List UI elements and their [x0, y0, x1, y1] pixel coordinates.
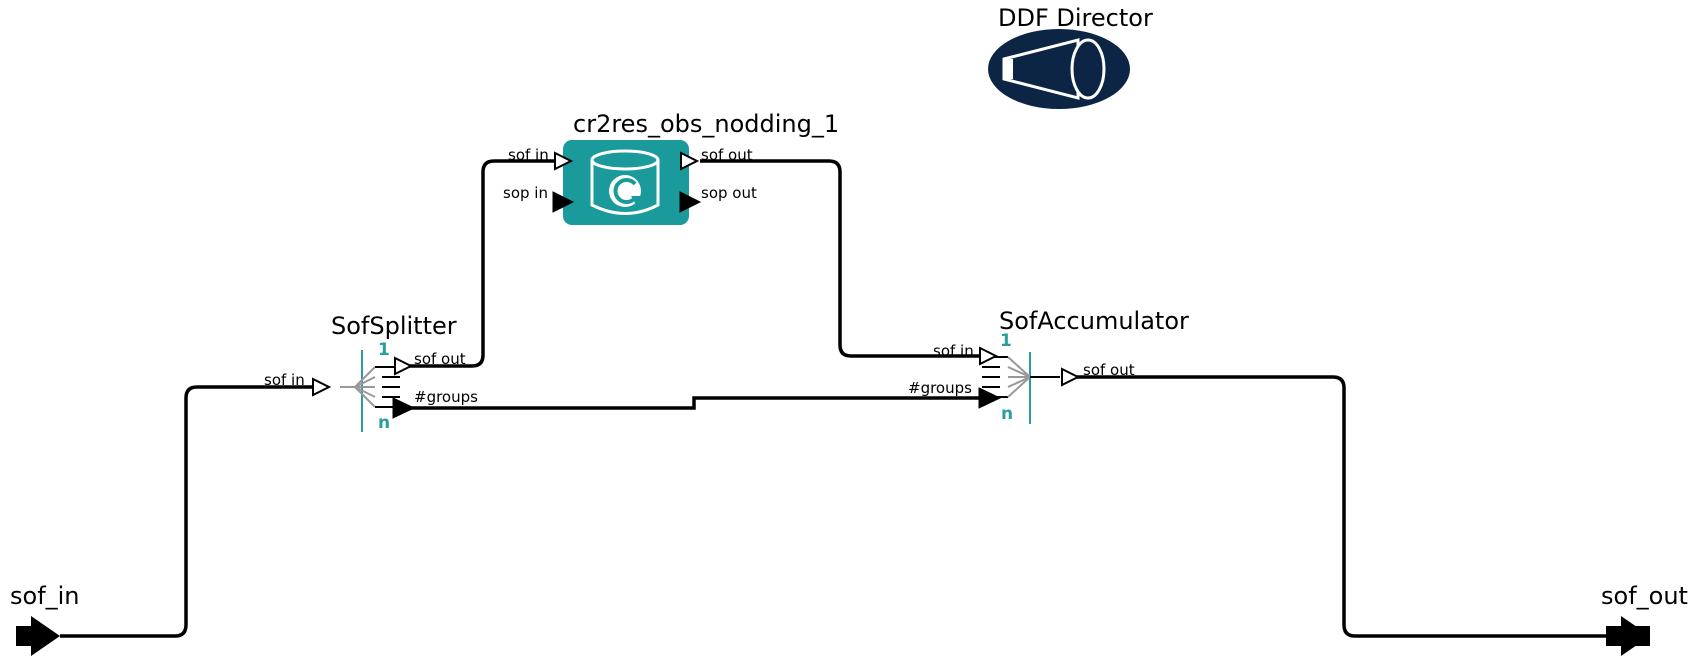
splitter-mark-1: 1: [378, 340, 390, 360]
accumulator-title: SofAccumulator: [999, 307, 1189, 335]
actor-sop-in-port[interactable]: [552, 191, 575, 213]
splitter-groups-port[interactable]: [392, 397, 416, 419]
accumulator-mark-n: n: [1001, 404, 1013, 424]
splitter-groups-label: #groups: [414, 388, 478, 406]
splitter-fan-icon: [340, 366, 400, 408]
splitter-sof-in-label: sof in: [264, 371, 305, 389]
director-title: DDF Director: [998, 4, 1153, 32]
splitter-mark-n: n: [378, 413, 390, 433]
actor-sof-in-port[interactable]: [554, 151, 574, 171]
accumulator-groups-label: #groups: [908, 379, 972, 397]
wire-accumulator-to-sof-out[interactable]: [1075, 375, 1610, 638]
megaphone-mouth: [1004, 59, 1013, 79]
splitter-sof-out-port[interactable]: [394, 356, 414, 376]
actor-sof-in-label: sof in: [508, 146, 549, 164]
external-input-label: sof_in: [10, 582, 80, 610]
accumulator-groups-port[interactable]: [978, 387, 1002, 409]
external-input-sof-in[interactable]: sof_in: [10, 582, 80, 656]
splitter-title: SofSplitter: [331, 312, 457, 340]
splitter-sof-out-label: sof out: [414, 350, 466, 368]
actor-sop-out-label: sop out: [701, 184, 757, 202]
accumulator-fan-icon: [982, 356, 1060, 398]
accumulator-sof-in-port[interactable]: [979, 346, 999, 366]
actor-sop-in-label: sop in: [503, 184, 548, 202]
database-refresh-icon: [590, 149, 660, 215]
accumulator-sof-out-label: sof out: [1083, 361, 1135, 379]
external-output-stub: [1636, 626, 1650, 646]
actor-cr2res-obs-nodding[interactable]: cr2res_obs_nodding_1 sof in sop in sof o…: [503, 110, 839, 225]
actor-sof-out-label: sof out: [701, 146, 753, 164]
external-input-arrow[interactable]: [16, 616, 60, 656]
actor-sop-out-port[interactable]: [679, 191, 702, 213]
wire-sof-in-to-splitter[interactable]: [60, 385, 315, 638]
accumulator-mark-1: 1: [1000, 331, 1012, 351]
accumulator-sof-in-label: sof in: [933, 342, 974, 360]
external-output-sof-out[interactable]: sof_out: [1601, 582, 1688, 656]
accumulator-sof-out-port[interactable]: [1061, 367, 1081, 387]
actor-title: cr2res_obs_nodding_1: [573, 110, 839, 138]
splitter-sof-in-port[interactable]: [312, 377, 332, 397]
sof-accumulator[interactable]: SofAccumulator 1 n sof in #groups sof ou…: [908, 307, 1189, 424]
external-output-arrow[interactable]: [1606, 616, 1650, 656]
megaphone-icon: [988, 29, 1130, 109]
sof-splitter[interactable]: SofSplitter 1 n sof in sof out #groups: [264, 312, 478, 433]
wire-actor-to-accumulator[interactable]: [700, 159, 980, 358]
database-top: [590, 149, 660, 171]
database-cylinder: [590, 160, 660, 215]
refresh-arrow: [613, 178, 637, 204]
external-output-label: sof_out: [1601, 582, 1688, 610]
refresh-arrowhead: [631, 196, 642, 206]
wire-splitter-to-actor[interactable]: [400, 159, 571, 368]
ddf-director[interactable]: DDF Director: [988, 4, 1153, 109]
megaphone-bell: [1070, 38, 1106, 100]
actor-sof-out-port[interactable]: [680, 151, 700, 171]
wire-groups[interactable]: [400, 396, 980, 410]
